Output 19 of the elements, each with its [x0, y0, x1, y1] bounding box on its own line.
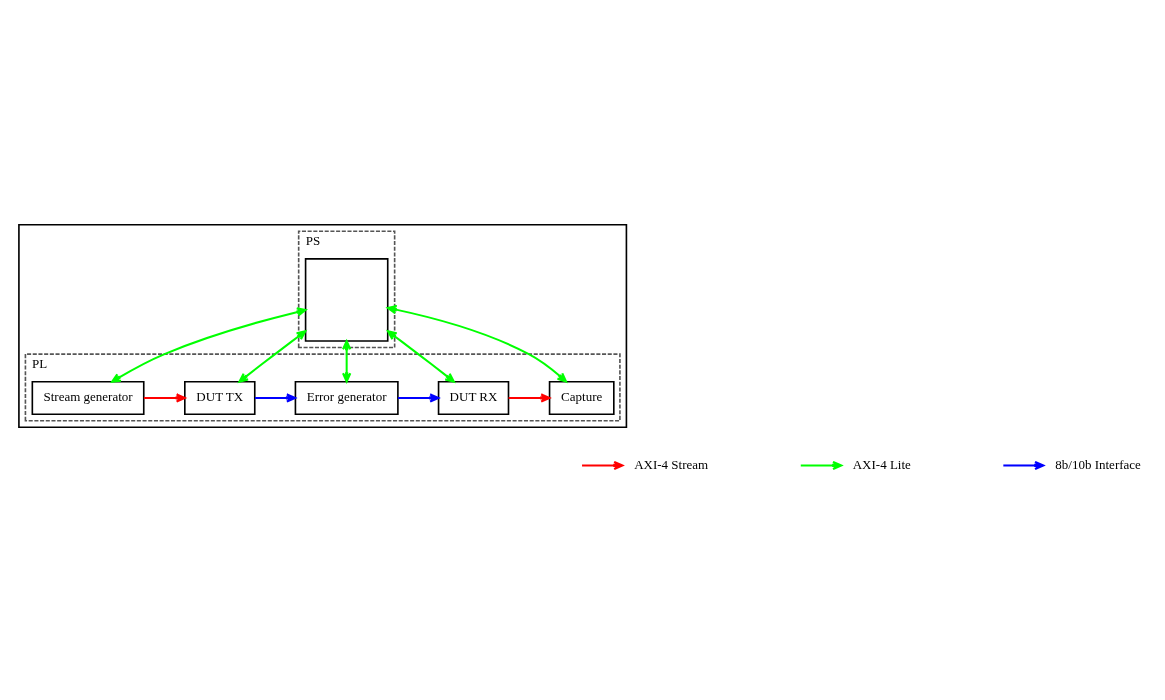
arrow	[111, 307, 307, 383]
arrow	[386, 305, 568, 383]
arrow	[508, 393, 551, 403]
arrow	[255, 393, 297, 403]
arrow	[397, 393, 440, 403]
node-box: Error generator	[294, 380, 399, 416]
legend-label: AXI-4 Lite	[852, 456, 911, 472]
legend-label: 8b/10b Interface	[1055, 456, 1141, 472]
node-box	[304, 258, 389, 342]
arrow	[238, 330, 307, 383]
arrow	[342, 340, 352, 383]
arrow	[387, 330, 455, 383]
legend-label: AXI-4 Stream	[634, 456, 709, 472]
node-box: DUT TX	[184, 380, 256, 416]
node-box: DUT RX	[437, 380, 510, 416]
node-box: Stream generator	[31, 380, 145, 416]
arrow	[143, 393, 186, 403]
node-box: Capture	[548, 380, 615, 416]
cluster	[18, 223, 628, 429]
